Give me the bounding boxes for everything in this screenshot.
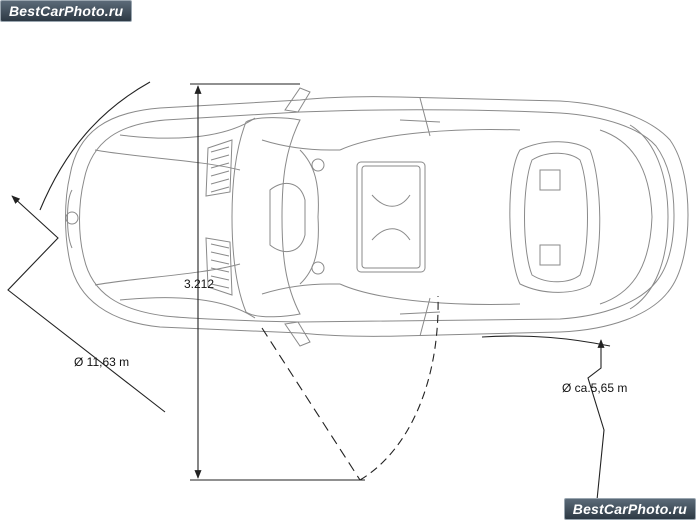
turning-circle-arc xyxy=(39,81,151,211)
sunroof xyxy=(356,161,426,273)
mirror-right xyxy=(284,321,311,347)
sweep-circle-label: Ø ca.5,65 m xyxy=(562,381,628,395)
watermark-bottom: BestCarPhoto.ru xyxy=(563,498,696,520)
dimension-lines xyxy=(7,81,611,501)
hood-vent-left xyxy=(205,139,233,197)
rear-window xyxy=(509,141,601,293)
car-top-view xyxy=(65,87,689,347)
turning-leader xyxy=(7,195,166,413)
watermark-top: BestCarPhoto.ru xyxy=(0,0,133,22)
door-swing-arc xyxy=(359,295,439,481)
sweep-leader xyxy=(587,339,605,501)
hood-vent-right xyxy=(205,237,233,296)
turning-circle-label: Ø 11,63 m xyxy=(74,355,130,369)
sweep-circle-arc xyxy=(481,335,611,347)
width-dimension-label: 3.212 xyxy=(184,277,215,291)
windshield xyxy=(231,117,301,318)
door-swing-dashed xyxy=(261,327,361,481)
mirror-left xyxy=(284,87,311,113)
car-body-outline xyxy=(65,96,689,337)
